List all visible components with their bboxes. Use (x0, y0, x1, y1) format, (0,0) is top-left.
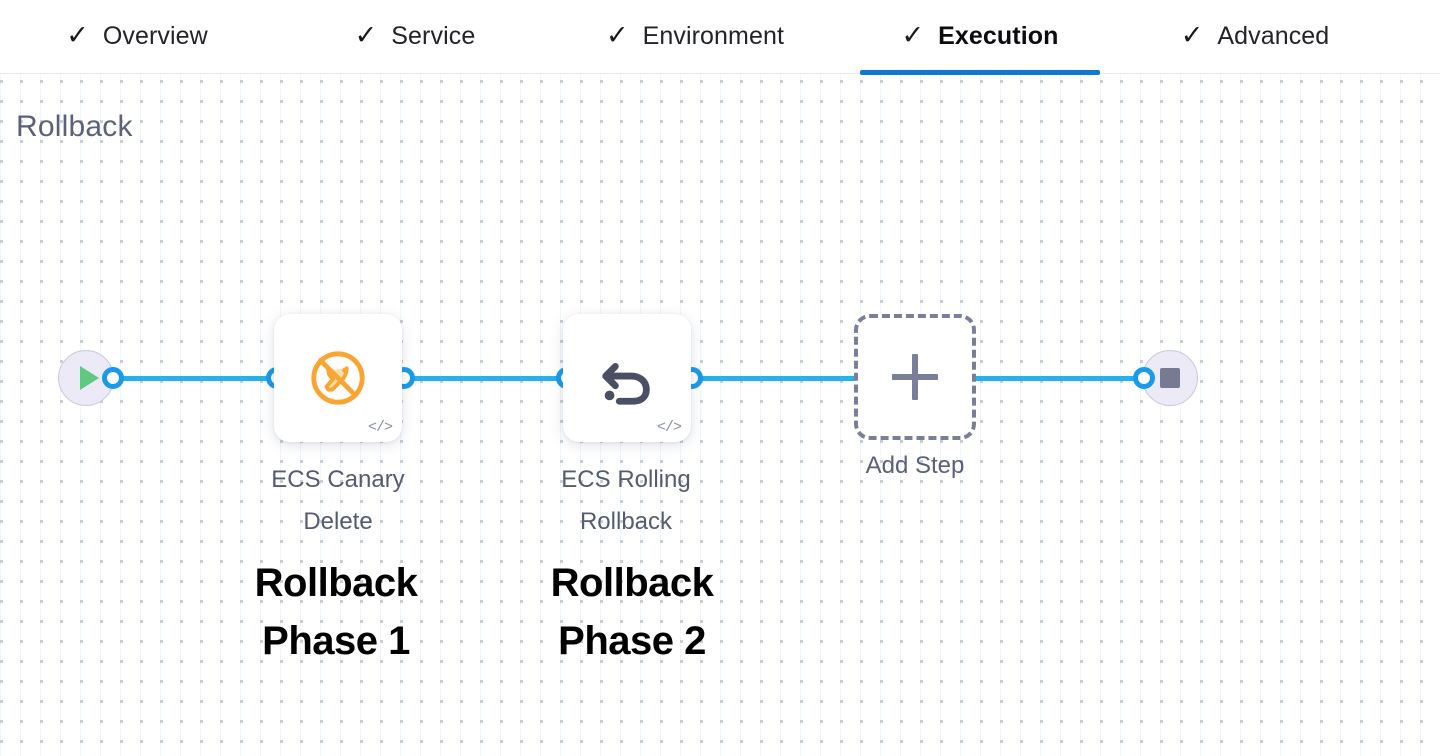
tab-underline (1150, 70, 1360, 75)
annotation-line2: Phase 2 (558, 619, 706, 663)
tab-label: Overview (102, 22, 208, 50)
step-label-ecs-rolling-rollback: ECS Rolling Rollback (526, 459, 726, 543)
tab-service[interactable]: ✓ Service (330, 0, 500, 74)
add-step-label: Add Step (865, 452, 965, 479)
tab-execution[interactable]: ✓ Execution (860, 0, 1100, 75)
tab-label: Environment (642, 22, 785, 50)
step-card-ecs-rolling-rollback[interactable]: </> (563, 314, 691, 442)
end-node[interactable] (1142, 350, 1198, 406)
section-title-rollback: Rollback (16, 110, 133, 143)
check-icon: ✓ (605, 20, 629, 50)
tab-advanced[interactable]: ✓ Advanced (1150, 0, 1360, 74)
annotation-line1: Rollback (254, 561, 418, 605)
step-label-line2: Rollback (579, 508, 673, 535)
stage-tab-bar: ✓ Overview ✓ Service ✓ Environment ✓ Exe… (0, 0, 1440, 75)
step-label-ecs-canary-delete: ECS Canary Delete (238, 459, 438, 543)
annotation-rollback-phase-1: Rollback Phase 1 (186, 554, 486, 670)
step-label-line1: ECS Canary (271, 466, 405, 493)
tab-underline (330, 70, 500, 75)
connector-start-to-step1 (110, 376, 285, 381)
tab-underline-active (860, 69, 1100, 75)
tab-label: Service (391, 22, 476, 50)
ecs-canary-delete-icon (274, 314, 402, 442)
rollback-pipeline-graph: </> ECS Canary Delete (0, 74, 1440, 756)
play-icon (79, 366, 99, 390)
port-start-out[interactable] (102, 367, 124, 389)
tab-underline (580, 70, 810, 75)
tab-label: Execution (938, 22, 1059, 50)
code-badge-icon[interactable]: </> (367, 419, 393, 436)
plus-icon (892, 354, 938, 400)
check-icon: ✓ (354, 20, 378, 50)
annotation-line1: Rollback (550, 561, 714, 605)
step-label-line1: ECS Rolling (561, 466, 691, 493)
check-icon: ✓ (901, 20, 925, 50)
port-end-in[interactable] (1133, 367, 1155, 389)
step-label-line2: Delete (303, 508, 373, 535)
tab-environment[interactable]: ✓ Environment (580, 0, 810, 74)
pipeline-canvas[interactable]: Rollback (0, 74, 1440, 756)
check-icon: ✓ (66, 20, 89, 50)
annotation-line2: Phase 1 (262, 619, 410, 663)
tab-label: Advanced (1217, 22, 1330, 50)
annotation-rollback-phase-2: Rollback Phase 2 (482, 554, 782, 670)
tab-underline (42, 70, 232, 75)
tab-overview[interactable]: ✓ Overview (42, 0, 232, 74)
rollback-undo-icon (563, 314, 691, 442)
check-icon: ✓ (1180, 20, 1204, 50)
stop-icon (1160, 368, 1180, 388)
code-badge-icon[interactable]: </> (656, 419, 682, 436)
add-step-button[interactable] (854, 314, 976, 440)
connector-step1-to-step2 (400, 376, 575, 381)
step-card-ecs-canary-delete[interactable]: </> (274, 314, 402, 442)
